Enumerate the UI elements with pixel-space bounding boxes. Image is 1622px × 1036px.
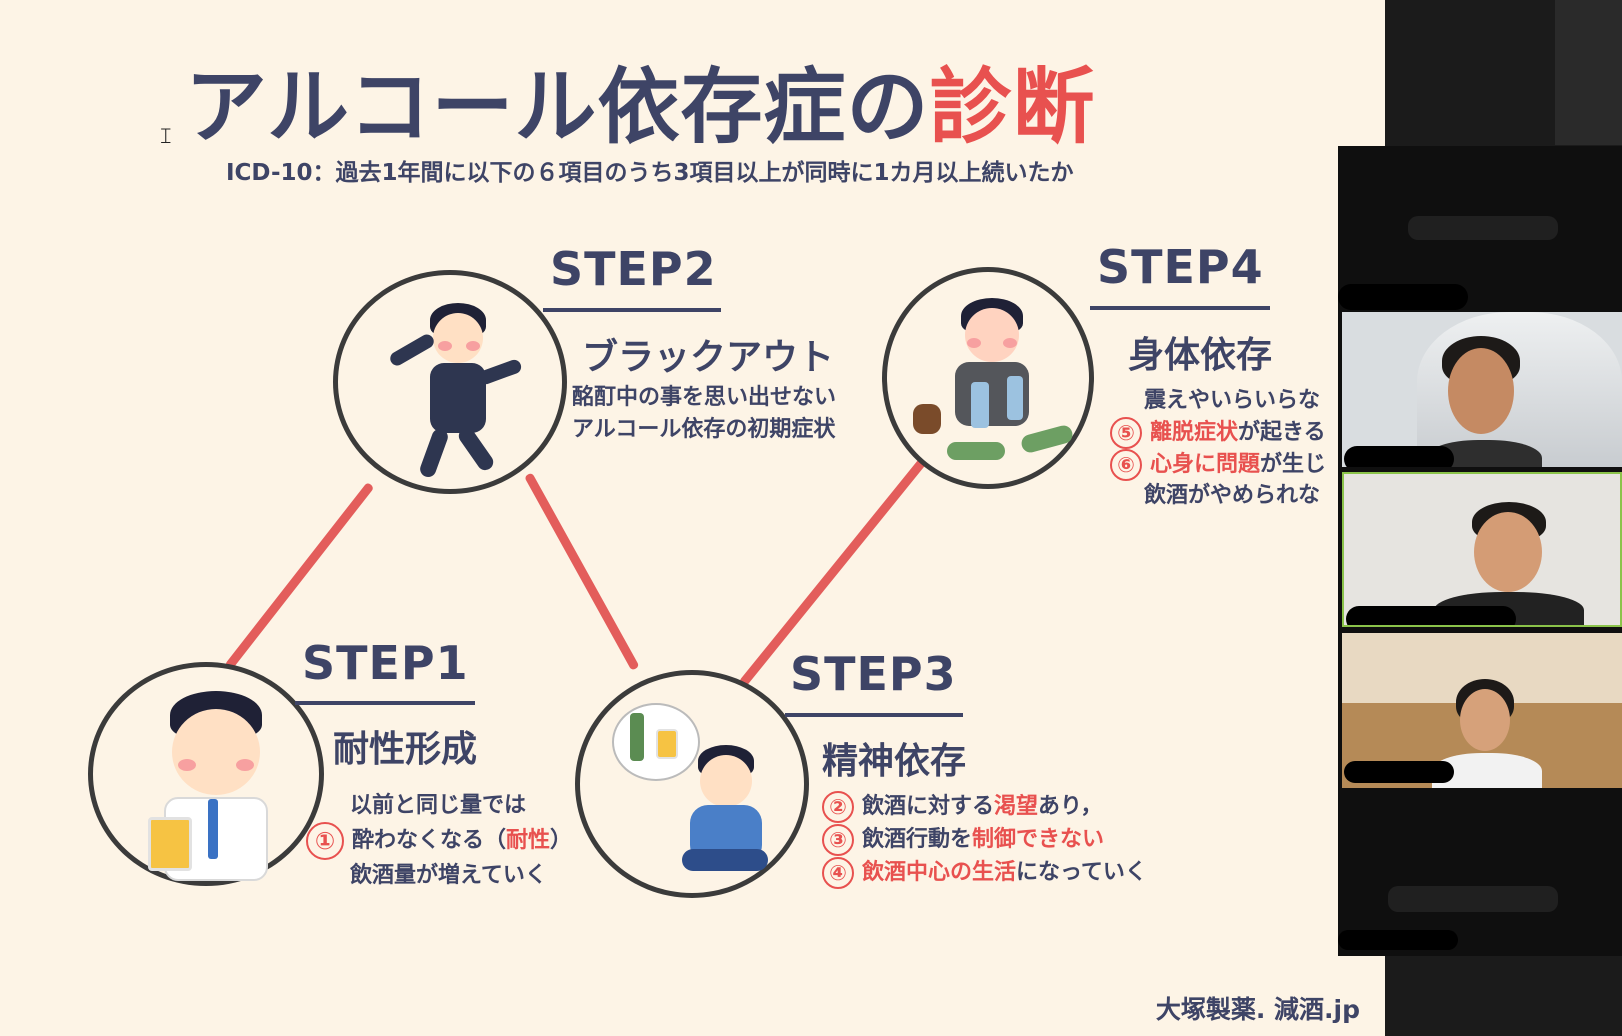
step3-illustration-circle [575,670,809,898]
connector-step2-step3 [524,472,640,671]
participant-video-1[interactable] [1342,312,1622,467]
redacted-name [1346,606,1516,625]
slide-title: アルコール依存症の診断 [185,40,1096,159]
number-5-icon: ⑤ [1110,416,1142,449]
number-4-icon: ④ [822,857,854,889]
panel-header-blur [1408,216,1558,240]
step1-label: STEP1 [302,636,469,690]
number-2-icon: ② [822,791,854,823]
participant-face [1460,689,1510,751]
step1-illustration-circle [88,662,324,886]
step1-line3: 飲酒量が増えていく [350,862,547,888]
source-credit: 大塚製薬. 減酒.jp [1155,995,1360,1024]
slide-subtitle: ICD-10：過去1年間に以下の６項目のうち3項目以上が同時に1カ月以上続いたか [226,160,1074,186]
step1-line1: 以前と同じ量では [350,793,527,818]
number-6-icon: ⑥ [1110,448,1142,481]
redacted-name [1338,930,1458,950]
redacted-name [1344,446,1454,467]
step4-label: STEP4 [1097,240,1264,294]
redacted-name [1344,761,1454,783]
thought-bubble-icon [612,703,700,781]
step3-underline [785,713,963,717]
step4-line1: 震えやいらいらな [1144,388,1321,413]
panel-footer-blur [1388,886,1558,912]
step2-heading: ブラックアウト [582,337,835,378]
withdrawal-man-illustration [913,292,1077,472]
step3-heading: 精神依存 [822,741,967,782]
step2-description: 酩酊中の事を思い出せない アルコール依存の初期症状 [572,382,836,446]
meeting-top-bar [1555,0,1622,145]
participant-face [1448,348,1514,434]
number-1-icon: ① [306,821,344,860]
step4-heading: 身体依存 [1128,335,1273,376]
happy-man-beer-illustration [148,685,278,881]
step2-label: STEP2 [550,242,717,296]
step3-label: STEP3 [790,647,957,701]
redacted-name [1338,284,1468,310]
craving-man-illustration [612,701,782,881]
shared-slide: アルコール依存症の診断 𝙸 ICD-10：過去1年間に以下の６項目のうち3項目以… [0,0,1385,1036]
drunk-man-illustration [378,293,524,483]
step1-underline [295,701,475,705]
number-3-icon: ③ [822,824,854,856]
participant-video-3[interactable] [1342,633,1622,788]
participant-face [1474,512,1542,592]
slide-title-accent: 診断 [929,60,1096,155]
step1-heading: 耐性形成 [333,729,478,770]
step2-underline [543,308,721,312]
step4-illustration-circle [882,267,1094,489]
participant-video-2[interactable] [1342,472,1622,627]
text-cursor-icon: 𝙸 [158,124,174,149]
step2-illustration-circle [333,270,567,494]
step4-underline [1090,306,1270,310]
slide-title-main: アルコール依存症の [185,60,930,155]
step4-line4: 飲酒がやめられな [1144,482,1321,508]
step2-line2: アルコール依存の初期症状 [572,416,836,442]
step2-line1: 酩酊中の事を思い出せない [572,385,837,410]
